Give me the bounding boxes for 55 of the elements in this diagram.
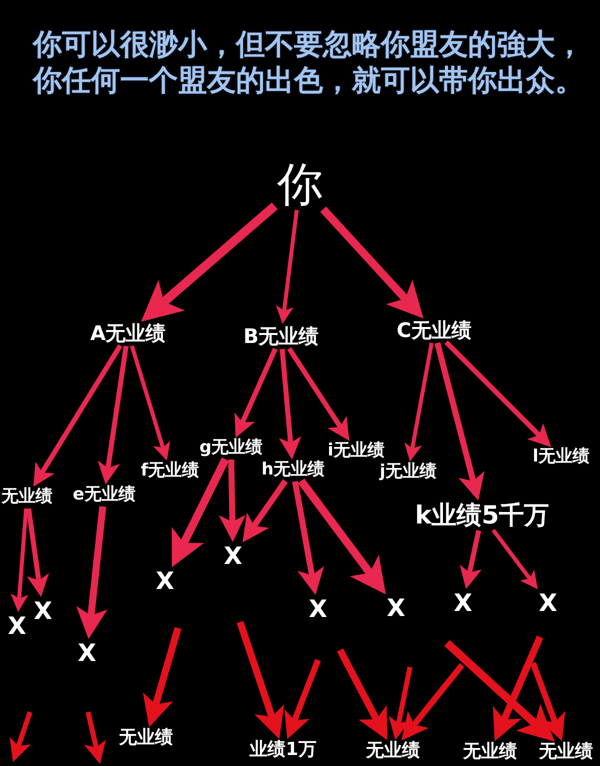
arrow [492, 636, 544, 743]
arrow [240, 479, 288, 544]
x-mark-label: X [78, 641, 96, 665]
member-label: C无业绩 [396, 320, 472, 340]
member-label: 无业绩 [2, 488, 52, 506]
arrow [10, 508, 28, 612]
arrow [276, 210, 299, 324]
member-label: 无业绩 [119, 729, 173, 747]
x-mark-label: X [454, 591, 472, 615]
member-label: 业绩1万 [250, 741, 316, 759]
member-label: A无业绩 [90, 323, 166, 343]
root-label: 你 [277, 161, 323, 207]
arrow [399, 663, 464, 742]
arrow [320, 206, 426, 322]
member-label: j无业绩 [380, 464, 436, 480]
member-label: l无业绩 [532, 448, 590, 466]
arrow [292, 480, 324, 596]
member-label: 无业绩 [366, 742, 420, 760]
x-mark-label: X [8, 614, 26, 638]
arrow [460, 530, 482, 590]
arrow [218, 459, 246, 542]
arrow [444, 340, 553, 449]
member-label: 无业绩 [463, 743, 517, 761]
member-label: g无业绩 [199, 440, 263, 456]
arrow [336, 648, 390, 742]
arrow [236, 620, 284, 740]
arrow [233, 348, 278, 439]
arrow [142, 627, 182, 728]
member-label: B无业绩 [243, 326, 319, 346]
arrow [492, 528, 540, 591]
member-label: k业绩5千万 [414, 502, 550, 528]
arrow [31, 344, 122, 488]
arrow [278, 348, 302, 460]
x-mark-label: X [308, 597, 328, 621]
x-mark-label: X [34, 599, 52, 623]
member-label: f无业绩 [140, 462, 200, 480]
title: 你可以很渺小，但不要忽略你盟友的強大，你任何一个盟友的出色，就可以带你出众。 [33, 26, 585, 98]
arrow [130, 345, 170, 462]
arrow [530, 662, 566, 742]
arrow [404, 342, 434, 462]
arrow [98, 346, 129, 485]
x-mark-label: X [538, 591, 558, 615]
x-mark-label: X [224, 544, 242, 568]
arrow [388, 666, 412, 741]
arrow [26, 508, 50, 598]
member-label: h无业绩 [261, 462, 325, 478]
arrow [434, 342, 485, 502]
x-mark-label: X [156, 569, 174, 593]
member-label: i无业绩 [328, 442, 384, 460]
arrow [287, 347, 352, 442]
arrow [76, 506, 108, 640]
x-mark-label: X [386, 596, 406, 620]
member-label: e无业绩 [72, 486, 136, 504]
member-label: 无业绩 [539, 743, 593, 761]
arrow [284, 658, 321, 740]
